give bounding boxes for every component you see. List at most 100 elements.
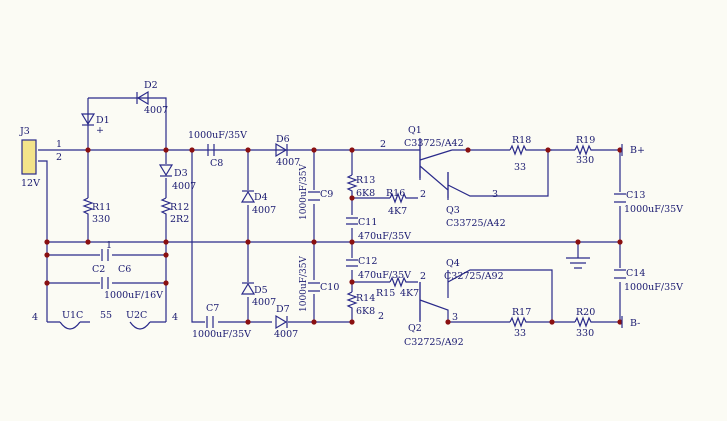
capacitor-c13	[614, 193, 626, 203]
label-c12-value: 470uF/35V	[358, 270, 411, 281]
label-r14-value: 6K8	[356, 306, 375, 317]
label-u2c-pin: 4	[172, 312, 178, 323]
label-r11-value: 330	[92, 214, 110, 225]
label-d1: D1	[96, 115, 110, 126]
capacitor-c8	[207, 144, 215, 156]
label-r12-value: 2R2	[170, 214, 189, 225]
label-c9: C9	[320, 189, 333, 200]
label-c13-value: 1000uF/35V	[624, 204, 683, 215]
label-d5: D5	[254, 285, 268, 296]
label-d6: D6	[276, 134, 290, 145]
connector-j3	[21, 139, 37, 175]
label-q2-value: C32725/A92	[404, 337, 464, 348]
label-pin2: 2	[56, 152, 62, 163]
label-r16: R16	[386, 188, 405, 199]
resistor-r16	[389, 192, 408, 204]
label-c8: C8	[210, 158, 223, 169]
label-d4-value: 4007	[252, 205, 276, 216]
label-c10-value: 1000uF/35V	[299, 256, 309, 312]
label-c6-value: 1000uF/16V	[104, 290, 163, 301]
resistor-r15	[389, 276, 408, 288]
label-c7-value: 1000uF/35V	[192, 329, 251, 340]
capacitor-c11	[346, 217, 358, 225]
label-q3-pin3: 3	[492, 189, 498, 200]
label-q2-pin3: 3	[452, 312, 458, 323]
label-c7: C7	[206, 303, 219, 314]
label-d3: D3	[174, 168, 188, 179]
label-c14: C14	[626, 268, 645, 279]
label-r12: R12	[170, 202, 189, 213]
label-pin1: 1	[56, 139, 62, 150]
label-r18-value: 33	[514, 162, 526, 173]
capacitor-c9	[308, 191, 320, 201]
resistor-r17	[509, 316, 530, 328]
label-r14: R14	[356, 293, 375, 304]
resistor-r20	[574, 316, 595, 328]
label-c10: C10	[320, 282, 339, 293]
label-c11: C11	[358, 217, 377, 228]
label-d6-value: 4007	[276, 157, 300, 168]
label-r19-value: 330	[576, 155, 594, 166]
label-d2: D2	[144, 80, 158, 91]
label-q2: Q2	[408, 323, 422, 334]
label-c12: C12	[358, 256, 377, 267]
label-r17-value: 33	[514, 328, 526, 339]
label-c6: C6	[118, 264, 131, 275]
label-d1-plus: +	[96, 125, 104, 136]
label-r13-value: 6K8	[356, 188, 375, 199]
label-r15: R15	[376, 288, 395, 299]
label-q3-value: C33725/A42	[446, 218, 506, 229]
label-r15-value: 4K7	[400, 288, 419, 299]
label-c11-value: 470uF/35V	[358, 231, 411, 242]
label-r19: R19	[576, 135, 595, 146]
resistor-r18	[509, 144, 530, 156]
label-u2c: U2C	[126, 310, 147, 321]
label-d2-value: 4007	[144, 105, 168, 116]
capacitor-c6	[101, 249, 109, 261]
label-q4-value: C32725/A92	[444, 271, 504, 282]
resistor-r11	[82, 197, 94, 216]
label-r13: R13	[356, 175, 375, 186]
capacitor-c12	[346, 259, 358, 267]
label-q4: Q4	[446, 258, 460, 269]
resistor-r14	[346, 291, 358, 312]
diode-d7	[275, 314, 288, 330]
label-u1c-pin: 4	[32, 312, 38, 323]
label-j3: J3	[19, 126, 30, 137]
label-r16-value: 4K7	[388, 206, 407, 217]
label-q1: Q1	[408, 125, 422, 136]
diode-d3	[158, 164, 174, 177]
label-q1-value: C33725/A42	[404, 138, 464, 149]
junctions	[44, 147, 623, 325]
label-q3-pin2: 2	[420, 189, 426, 200]
diode-d2	[136, 90, 149, 106]
label-d7-value: 4007	[274, 329, 298, 340]
label-q2-pin2: 2	[378, 311, 384, 322]
label-d7: D7	[276, 304, 290, 315]
label-j3-value: 12V	[21, 178, 40, 189]
diode-d6	[275, 142, 288, 158]
label-c9-value: 1000uF/35V	[299, 164, 309, 220]
label-u-mid: 55	[100, 310, 112, 321]
label-d4: D4	[254, 192, 268, 203]
capacitor-c10	[308, 282, 320, 292]
capacitor-c14	[614, 269, 626, 279]
label-c8-value: 1000uF/35V	[188, 130, 247, 141]
label-u1c: U1C	[62, 310, 83, 321]
label-d5-value: 4007	[252, 297, 276, 308]
label-r17: R17	[512, 307, 531, 318]
label-r20-value: 330	[576, 328, 594, 339]
label-q3: Q3	[446, 205, 460, 216]
label-r11: R11	[92, 202, 111, 213]
label-c6-pin1: 1	[106, 240, 112, 251]
label-q1-pin2: 2	[380, 139, 386, 150]
label-c13: C13	[626, 190, 645, 201]
label-r20: R20	[576, 307, 595, 318]
resistor-r12	[160, 197, 172, 216]
u2c-symbol	[129, 321, 151, 330]
resistor-r13	[346, 174, 358, 195]
u1c-symbol	[59, 321, 81, 330]
label-c2: C2	[92, 264, 105, 275]
label-d3-value: 4007	[172, 181, 196, 192]
